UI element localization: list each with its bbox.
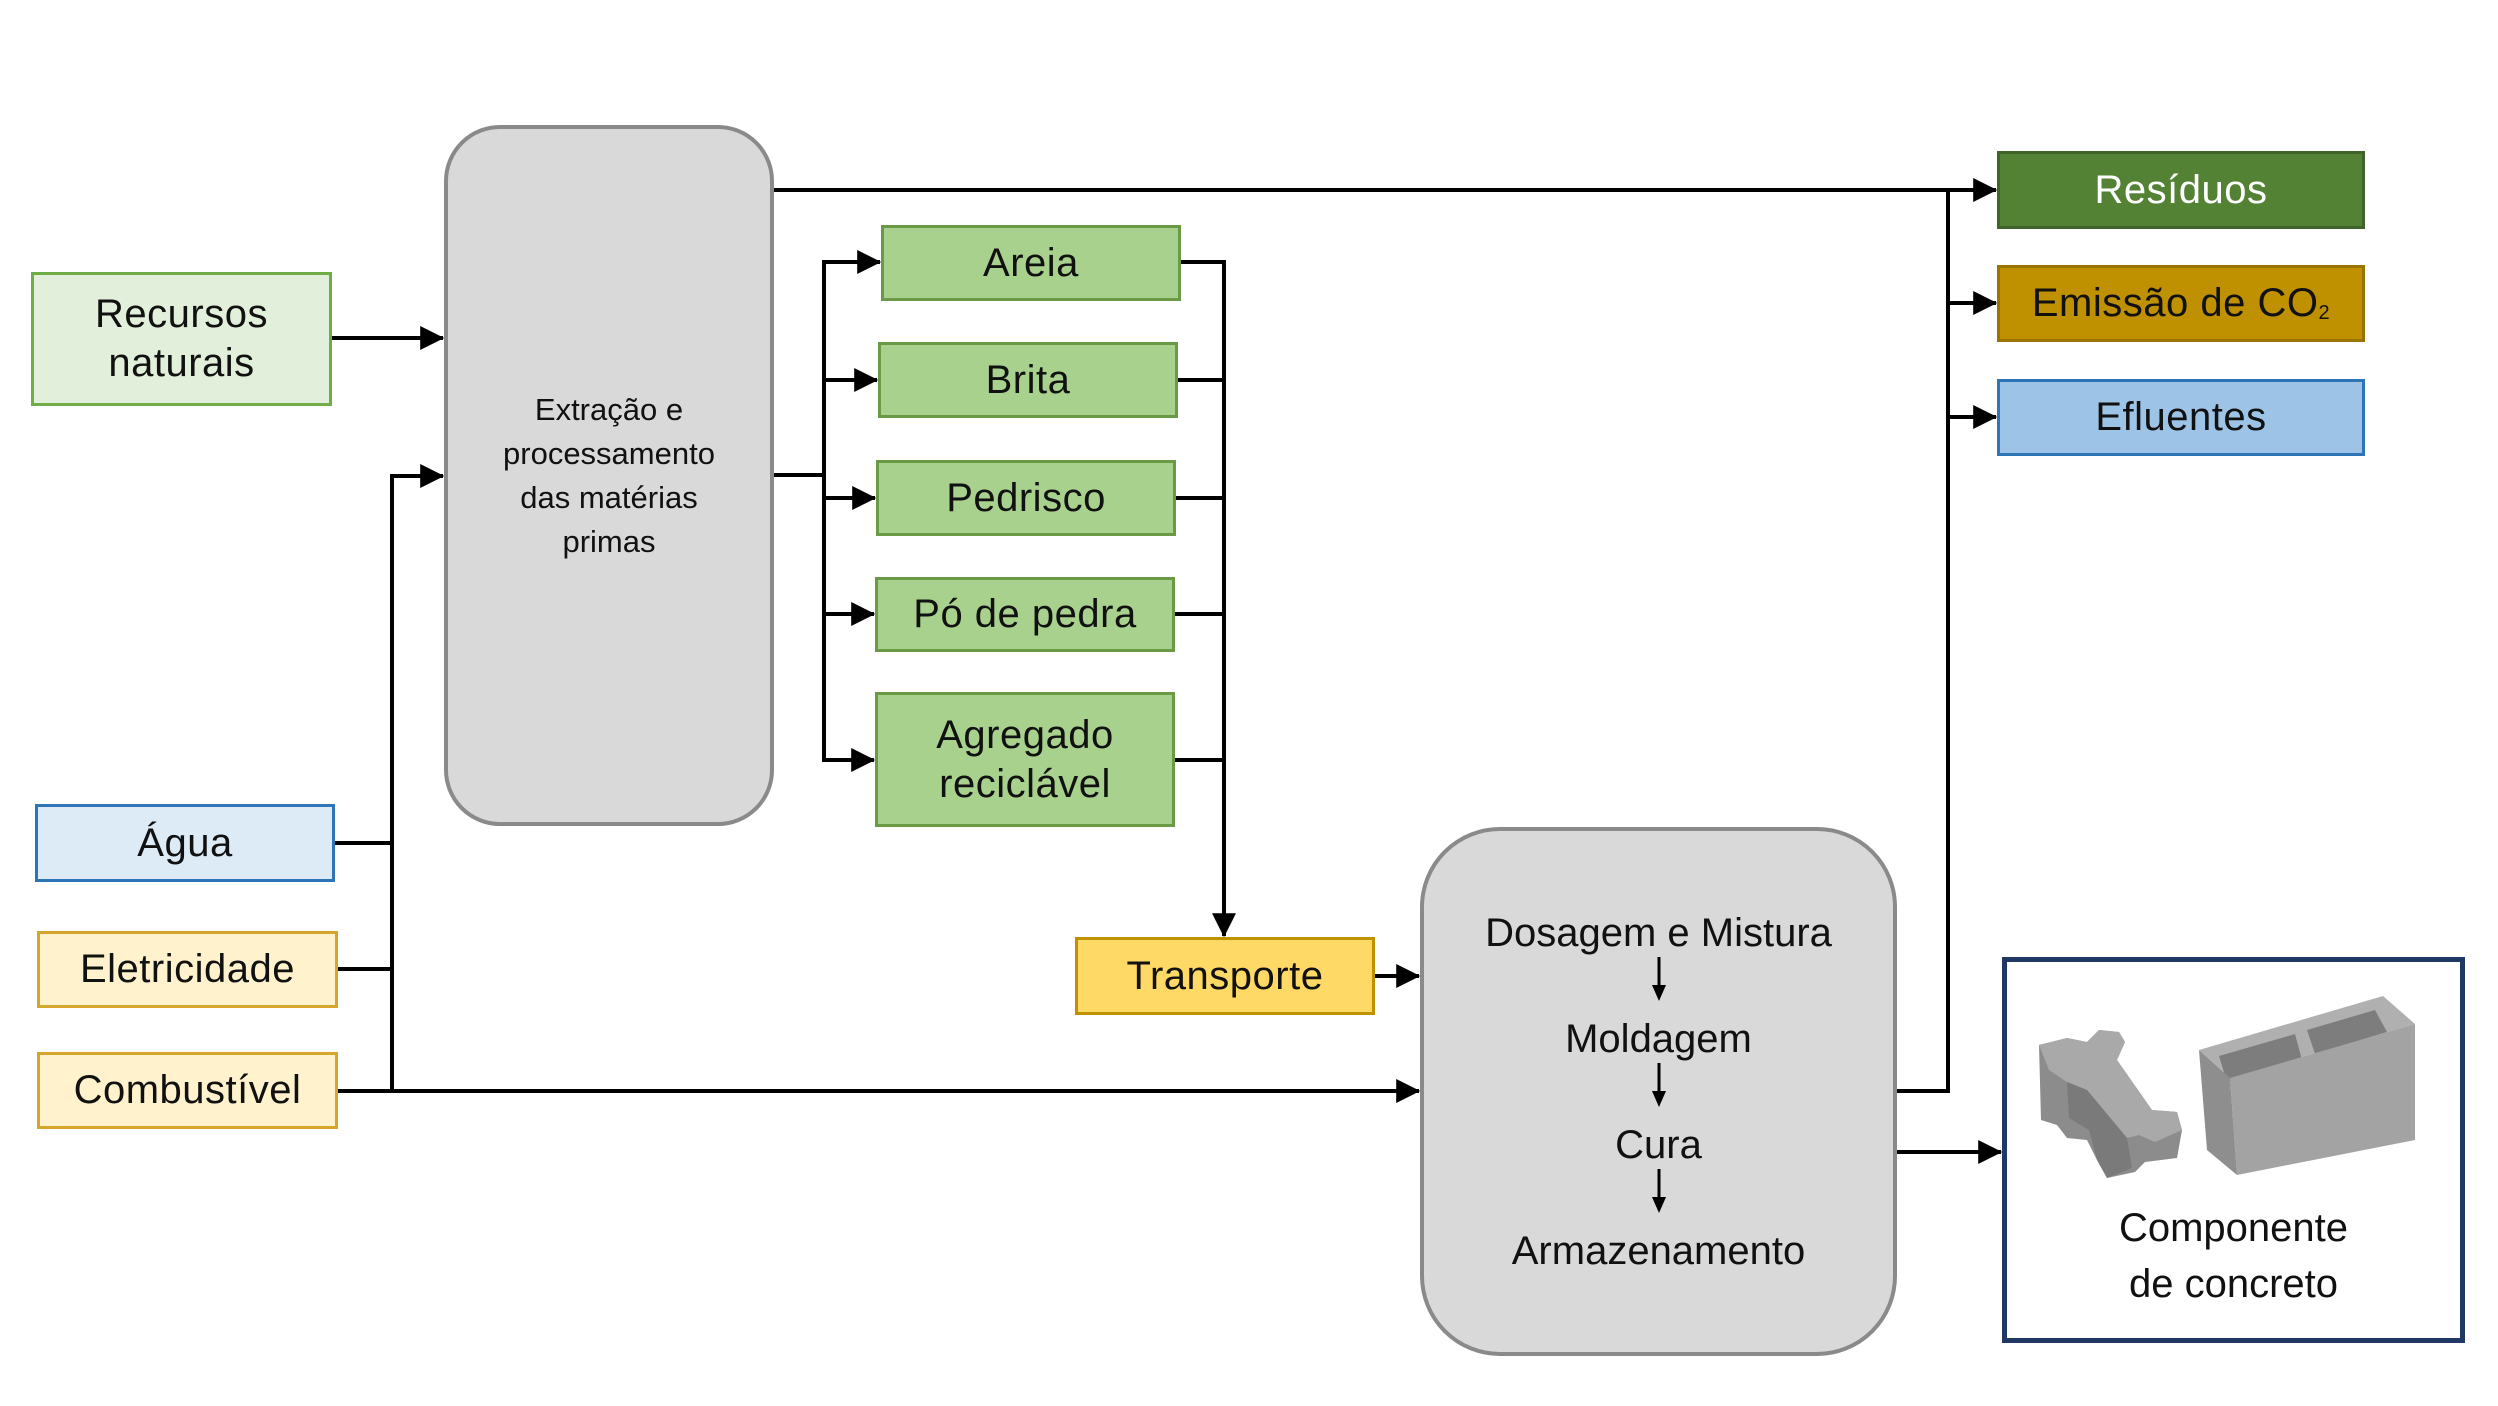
paver-block-image (2039, 1030, 2182, 1178)
aggregate-brita: Brita (878, 342, 1178, 418)
extraction-line-4: primas (562, 523, 656, 559)
output-co2: Emissão de CO2 (1997, 265, 2365, 342)
aggregate-agregado-reciclavel: Agregado reciclável (875, 692, 1175, 827)
aggregate-pedrisco-label: Pedrisco (946, 475, 1106, 520)
output-waste-label: Resíduos (2094, 167, 2268, 212)
input-natural-resources: Recursos naturais (31, 272, 332, 406)
step-molding: Moldagem (1565, 1016, 1752, 1061)
extraction-line-3: das matérias (520, 479, 698, 515)
extraction-line-1: Extração e (534, 391, 684, 427)
output-effluents: Efluentes (1997, 379, 2365, 456)
step-arrow-down-icon (1651, 1168, 1666, 1213)
extraction-line-2: processamento (503, 435, 715, 471)
input-fuel: Combustível (37, 1052, 338, 1129)
product-concrete-component: Componente de concreto (2002, 957, 2465, 1343)
concrete-products-illustration (2039, 996, 2415, 1178)
input-electricity-label: Eletricidade (79, 947, 295, 992)
output-co2-prefix: Emissão de CO (2031, 281, 2319, 326)
transport-label: Transporte (1126, 953, 1324, 998)
aggregate-areia: Areia (881, 225, 1181, 301)
input-electricity: Eletricidade (37, 931, 338, 1008)
step-curing: Cura (1615, 1122, 1702, 1167)
input-water-label: Água (137, 820, 233, 865)
input-fuel-label: Combustível (73, 1068, 302, 1113)
aggregate-brita-label: Brita (985, 357, 1071, 402)
step-arrow-down-icon (1651, 1062, 1666, 1107)
output-waste: Resíduos (1997, 151, 2365, 229)
production-process: Dosagem e Mistura Moldagem Cura Armazena… (1420, 827, 1897, 1356)
aggregate-po-de-pedra: Pó de pedra (875, 577, 1175, 652)
step-storage: Armazenamento (1511, 1228, 1806, 1273)
step-dosing-mixing: Dosagem e Mistura (1485, 910, 1832, 955)
output-effluents-label: Efluentes (2095, 395, 2267, 440)
product-label: Componente de concreto (2118, 1206, 2349, 1306)
input-natural-resources-label: Recursos naturais (95, 292, 268, 385)
extraction-process: Extração e processamento das matérias pr… (444, 125, 774, 826)
hollow-concrete-block-image (2199, 996, 2415, 1175)
aggregate-areia-label: Areia (983, 240, 1079, 285)
aggregate-pedrisco: Pedrisco (876, 460, 1176, 536)
output-co2-subscript: 2 (2318, 302, 2331, 325)
input-water: Água (35, 804, 335, 882)
transport: Transporte (1075, 937, 1375, 1015)
step-arrow-down-icon (1651, 956, 1666, 1001)
aggregate-agregado-reciclavel-label: Agregado reciclável (936, 712, 1114, 806)
output-co2-label: Emissão de CO2 (2032, 279, 2330, 328)
aggregate-po-de-pedra-label: Pó de pedra (913, 592, 1137, 637)
